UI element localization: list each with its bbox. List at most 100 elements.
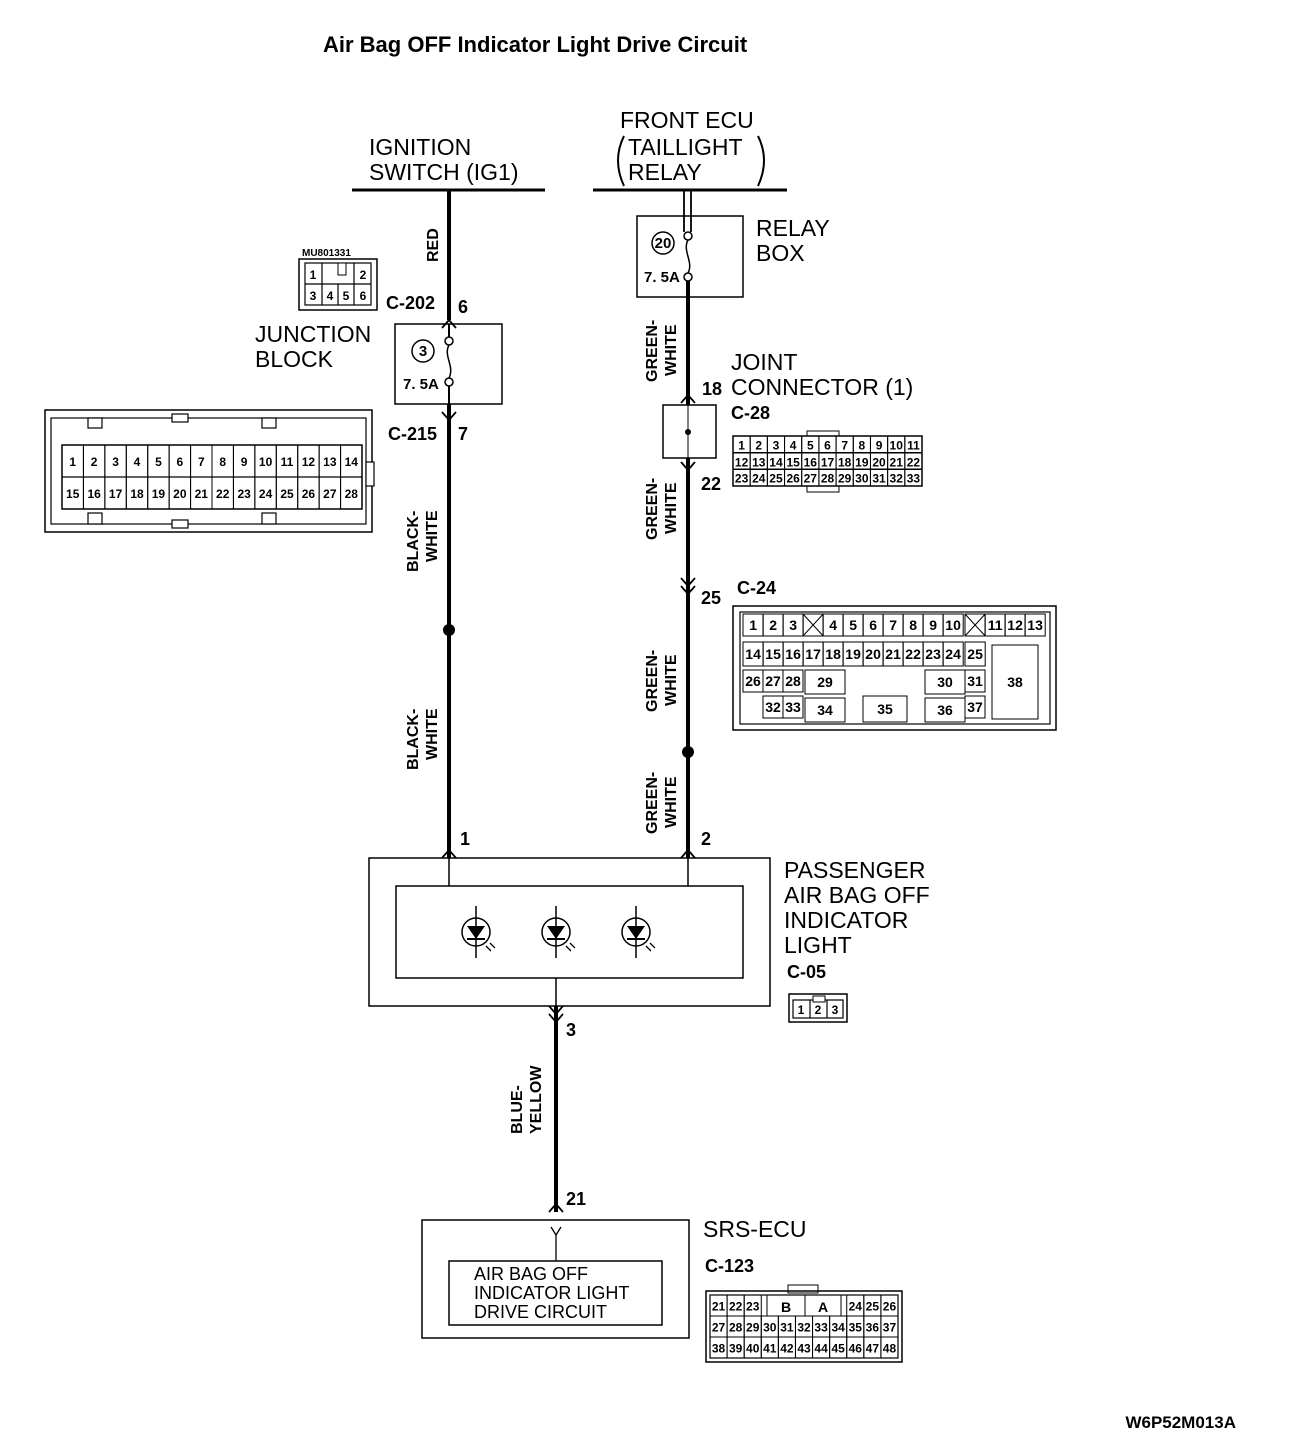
diagram-title: Air Bag OFF Indicator Light Drive Circui… <box>323 32 748 57</box>
c123-pin-B: B <box>781 1299 791 1315</box>
c123-pin-31: 31 <box>780 1321 794 1335</box>
relay-fuse-rating: 7. 5A <box>644 269 680 286</box>
c24-pin-13: 13 <box>1027 617 1043 633</box>
wire-label-gw2-line1: GREEN- <box>644 478 661 540</box>
wire-label-gw1-line2: WHITE <box>663 324 680 376</box>
c215-pin-25: 25 <box>280 487 294 501</box>
junction-fuse-number-circle <box>411 339 435 363</box>
c28-pin-32: 32 <box>890 472 904 486</box>
mu-pin-6: 6 <box>360 289 367 303</box>
splice-dot-left <box>443 624 455 636</box>
c24-pin-14: 14 <box>745 646 761 662</box>
pin-label-srs: 21 <box>566 1189 586 1209</box>
c123-pin-47: 47 <box>866 1342 880 1356</box>
c28-pin-19: 19 <box>855 455 869 469</box>
c202-connector-mark <box>441 318 457 329</box>
c24-pin-28: 28 <box>785 673 801 689</box>
c215-pin-13: 13 <box>323 455 337 469</box>
c24-pin-15: 15 <box>765 646 781 662</box>
indicator-label-line3: INDICATOR <box>784 907 908 933</box>
c123-pin-32: 32 <box>797 1321 811 1335</box>
c24-pin-6: 6 <box>869 617 877 633</box>
c28-pin-14: 14 <box>769 455 783 469</box>
c28-pin-12: 12 <box>735 455 749 469</box>
c123-pin-40: 40 <box>746 1342 760 1356</box>
mu-pin-1: 1 <box>310 268 317 282</box>
c05-pin-3: 3 <box>832 1003 839 1017</box>
mu-pin-5: 5 <box>343 289 350 303</box>
c28-pin-27: 27 <box>804 472 818 486</box>
c215-pin-4: 4 <box>134 455 141 469</box>
c24-pin-31: 31 <box>967 673 983 689</box>
c28-pin-18: 18 <box>838 455 852 469</box>
c215-pin-23: 23 <box>237 487 251 501</box>
c215-pin-20: 20 <box>173 487 187 501</box>
joint-connector-label-line1: JOINT <box>731 349 797 375</box>
wire-label-bw1-line2: WHITE <box>424 510 441 562</box>
wire-label-gw1-line1: GREEN- <box>644 320 661 382</box>
c123-pin-28: 28 <box>729 1321 743 1335</box>
c28-pin-3: 3 <box>773 438 780 452</box>
mu-pin-2: 2 <box>360 268 367 282</box>
pin-label-light-3: 3 <box>566 1020 576 1040</box>
indicator-light-inner-box <box>395 885 744 979</box>
c28-in-connector-mark <box>680 393 696 404</box>
c123-pin-21: 21 <box>712 1300 726 1314</box>
mu-pin-4: 4 <box>327 289 334 303</box>
c24-pin-5: 5 <box>849 617 857 633</box>
c215-pin-17: 17 <box>109 487 123 501</box>
wire-label-gw3-line2: WHITE <box>663 654 680 706</box>
c28-pin-1: 1 <box>738 438 745 452</box>
c123-pin-46: 46 <box>849 1342 863 1356</box>
c123-pin-22: 22 <box>729 1300 743 1314</box>
wire-label-by-line2: YELLOW <box>528 1065 545 1134</box>
splice-dot-right <box>682 746 694 758</box>
c123-pin-30: 30 <box>763 1321 777 1335</box>
connector-label-c28: C-28 <box>731 403 770 423</box>
c24-pin-34: 34 <box>817 702 833 718</box>
c215-pin-8: 8 <box>219 455 226 469</box>
connector-label-c215: C-215 <box>388 424 437 444</box>
c24-pin-9: 9 <box>929 617 937 633</box>
led-bulb-icon-3 <box>621 906 656 958</box>
front-ecu-label-line3: RELAY <box>628 159 702 185</box>
srs-inner-line3: DRIVE CIRCUIT <box>474 1302 607 1322</box>
connector-label-c24: C-24 <box>737 578 776 598</box>
c215-pin-11: 11 <box>281 455 294 469</box>
srs-ecu-label: SRS-ECU <box>703 1216 807 1242</box>
relay-fuse-symbol <box>683 231 693 282</box>
connector-face-mu801331: 1 2 3 4 5 6 <box>298 258 378 311</box>
c215-pin-22: 22 <box>216 487 230 501</box>
c215-pin-26: 26 <box>302 487 316 501</box>
relay-box-label-line2: BOX <box>756 240 805 266</box>
c05-pin-1: 1 <box>798 1003 805 1017</box>
indicator-label-line2: AIR BAG OFF <box>784 882 930 908</box>
front-ecu-paren-left <box>617 135 625 187</box>
c24-pin-1: 1 <box>749 617 757 633</box>
c28-pin-8: 8 <box>859 438 866 452</box>
c24-pin-23: 23 <box>925 646 941 662</box>
c123-pin-37: 37 <box>883 1321 897 1335</box>
c24-pin-26: 26 <box>745 673 761 689</box>
light-pin1-connector-mark <box>441 848 457 859</box>
c215-pin-21: 21 <box>195 487 209 501</box>
c28-pin-28: 28 <box>821 472 835 486</box>
c28-pin-31: 31 <box>872 472 886 486</box>
wire-label-red: RED <box>425 228 442 262</box>
c28-pin-15: 15 <box>786 455 800 469</box>
c24-pin-7: 7 <box>889 617 897 633</box>
c123-pin-39: 39 <box>729 1342 743 1356</box>
wire-label-bw2-line1: BLACK- <box>405 709 422 770</box>
c123-pin-29: 29 <box>746 1321 760 1335</box>
c24-pin-30: 30 <box>937 674 953 690</box>
junction-fuse-rating: 7. 5A <box>403 376 439 393</box>
c215-pin-9: 9 <box>241 455 248 469</box>
indicator-label-line1: PASSENGER <box>784 857 925 883</box>
c123-pin-25: 25 <box>866 1300 880 1314</box>
part-number-label: MU801331 <box>302 248 351 259</box>
c215-pin-18: 18 <box>130 487 144 501</box>
c28-pin-11: 11 <box>907 438 920 452</box>
